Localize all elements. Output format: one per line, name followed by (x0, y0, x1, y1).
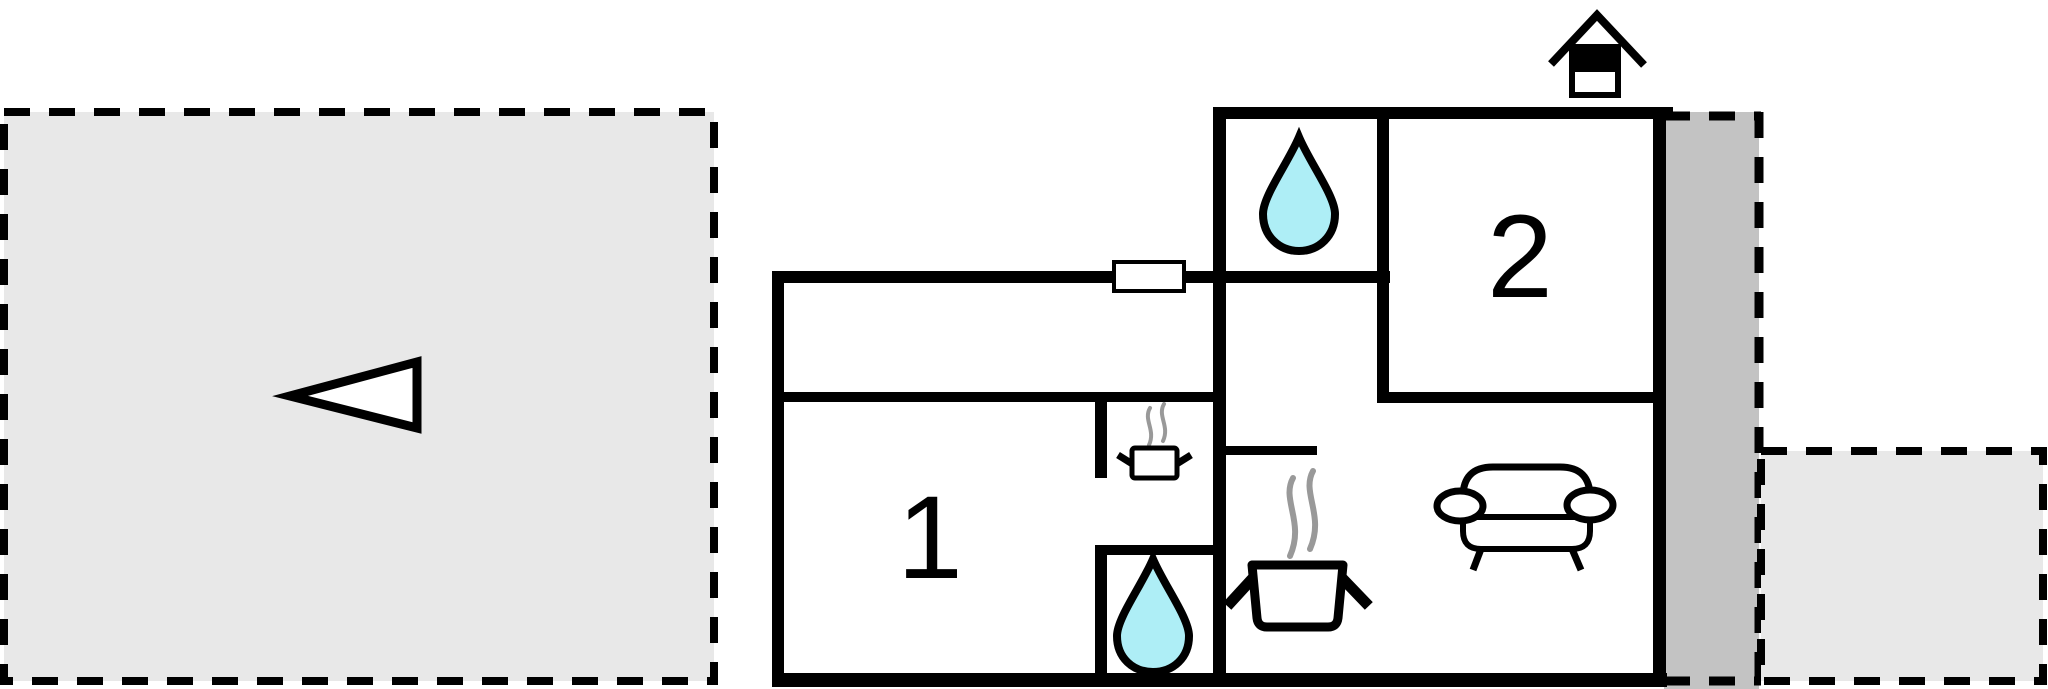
pot-body (1129, 445, 1180, 481)
water-drop-icon (1112, 548, 1194, 677)
sofa-back (1459, 463, 1594, 522)
wall-exterior-left (772, 271, 784, 687)
cooking-pot-steam-icon (1223, 468, 1373, 632)
water-drop-icon (1258, 126, 1340, 256)
wall-top-right-section (1213, 107, 1673, 119)
wall-shower-left (1095, 555, 1107, 673)
wall-room2-bottom (1377, 392, 1665, 403)
steam-line (1145, 406, 1154, 447)
terrace-right-area (1757, 447, 2047, 685)
wall-hallway-room1 (784, 392, 1226, 402)
house-entrance-icon (1548, 9, 1647, 98)
steam-line (1286, 475, 1298, 559)
sofa-icon (1433, 463, 1617, 572)
wall-kitchenette-left (1095, 402, 1107, 478)
steam-line (1159, 402, 1168, 443)
pot-body (1247, 560, 1348, 632)
sofa-armrest-right (1563, 486, 1617, 524)
wall-shower-top (1095, 545, 1217, 555)
window-icon (1112, 260, 1186, 293)
sofa-armrest-left (1433, 487, 1487, 525)
room-1-label: 1 (897, 472, 963, 604)
steam-line (1306, 468, 1318, 552)
direction-triangle-icon (272, 356, 422, 434)
room-2-label: 2 (1487, 191, 1553, 323)
wall-top-left-section (772, 271, 1390, 283)
house-band (1572, 47, 1618, 72)
side-strip-area (1664, 112, 1759, 689)
wall-kitchen-stub (1226, 446, 1317, 455)
walls (772, 107, 1673, 687)
wall-bathroom-room2 (1377, 118, 1389, 403)
cooking-pot-icon (1116, 402, 1193, 481)
sofa-leg (1568, 547, 1585, 572)
sofa-leg (1469, 547, 1485, 572)
wall-exterior-bottom (772, 673, 1667, 687)
house-roof (1548, 9, 1647, 68)
sofa-seat (1460, 514, 1593, 552)
